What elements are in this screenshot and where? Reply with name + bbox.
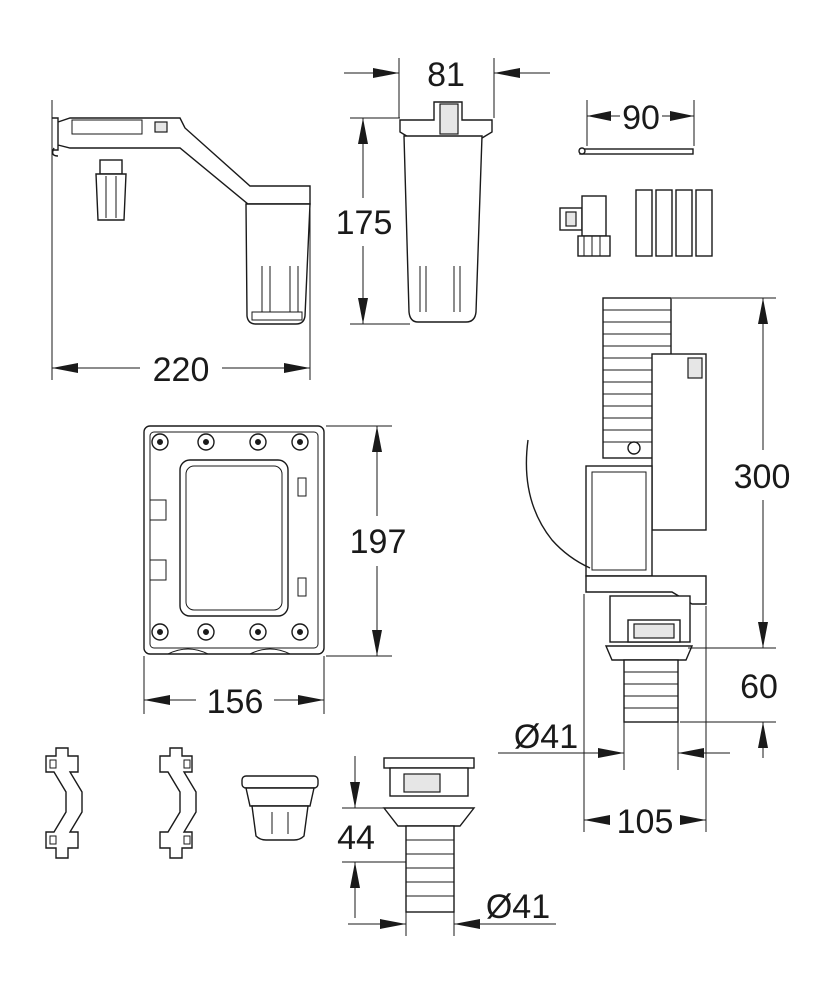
dimension-44: 44 <box>337 756 406 918</box>
dimension-label-220: 220 <box>153 351 210 389</box>
angle-valve <box>559 195 611 257</box>
dimension-label-105: 105 <box>617 803 674 841</box>
fixing-clip-right <box>159 747 197 859</box>
mounting-frame <box>143 425 325 655</box>
dimension-label-81: 81 <box>427 56 465 94</box>
plug-fitting <box>95 159 127 221</box>
mounting-bracket <box>51 117 311 325</box>
fixing-clip-left <box>45 747 83 859</box>
dimension-valve-diameter-41: Ø41 <box>498 718 730 770</box>
dimension-label-197: 197 <box>350 523 407 561</box>
dimension-label-175: 175 <box>336 204 393 242</box>
rod-part <box>578 147 694 155</box>
dimension-90: 90 <box>586 99 695 146</box>
dimension-label-300: 300 <box>734 458 791 496</box>
dimension-label-valve-diameter: Ø41 <box>514 718 578 756</box>
dimension-coupling-diameter-41: Ø41 <box>348 888 556 936</box>
dimension-156: 156 <box>143 656 325 721</box>
dimension-label-60: 60 <box>740 668 778 706</box>
outlet-coupling <box>382 757 476 913</box>
dimension-label-90: 90 <box>622 99 660 137</box>
seal-ring <box>241 775 319 841</box>
flush-valve <box>525 297 707 723</box>
spacer-strips <box>635 189 713 257</box>
dimension-197: 197 <box>326 425 407 657</box>
dimension-175: 175 <box>336 117 410 325</box>
dimension-label-44: 44 <box>337 819 375 857</box>
dimension-81: 81 <box>344 56 550 118</box>
dimension-label-coupling-diameter: Ø41 <box>486 888 550 926</box>
dimension-105: 105 <box>583 594 707 841</box>
dimension-220: 220 <box>51 100 311 389</box>
dimension-60: 60 <box>680 668 778 758</box>
dimension-label-156: 156 <box>207 683 264 721</box>
dimension-300: 300 <box>672 297 791 649</box>
cistern-box <box>399 101 493 323</box>
